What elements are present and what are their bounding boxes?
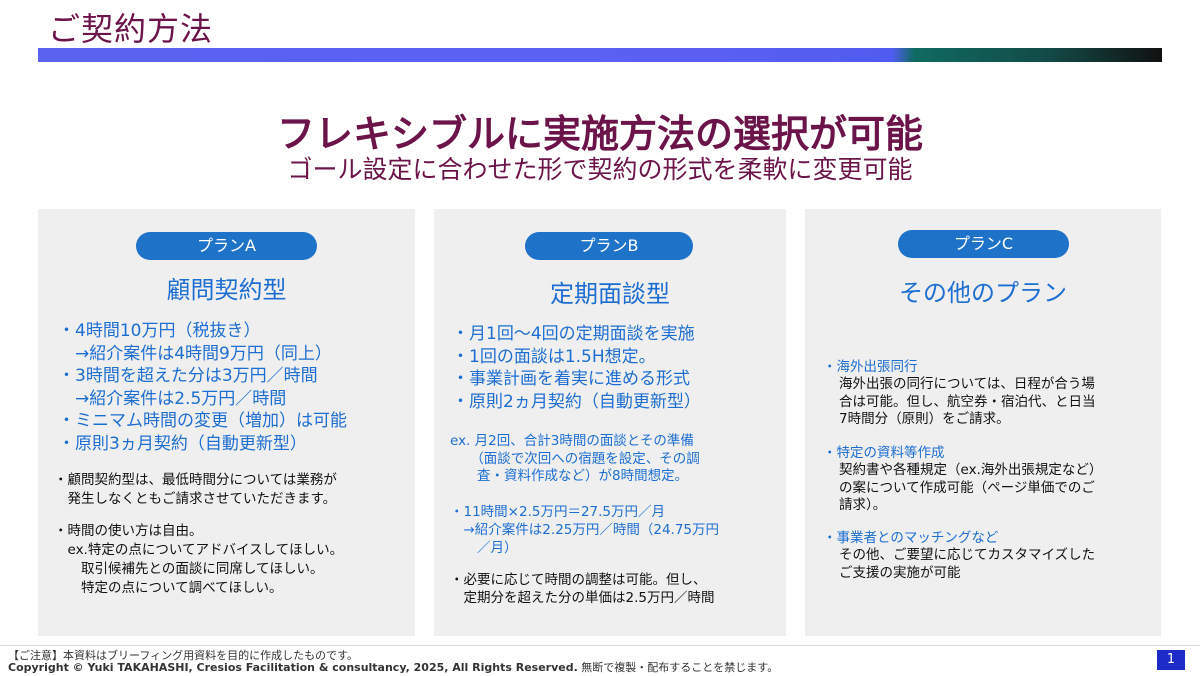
plan-c-title: その他のプラン xyxy=(899,279,1067,307)
section-body: 契約書や各種規定（ex.海外出張規定など） の案について作成可能（ページ単価での… xyxy=(823,462,1102,515)
list-item: ・4時間10万円（税抜き） xyxy=(58,321,261,341)
plan-b-card: プランB 定期面談型 ・月1回～4回の定期面談を実施 ・1回の面談は1.5H想定… xyxy=(434,209,786,636)
note-line: ex.特定の点についてアドバイスしてほしい。 xyxy=(54,542,344,558)
footer xyxy=(0,645,1200,676)
list-item: ・原則2ヵ月契約（自動更新型） xyxy=(452,391,701,412)
plan-a-notes: ・顧問契約型は、最低時間分については業務が 発生しなくともご請求させていただきま… xyxy=(54,471,343,598)
body-line: その他、ご要望に応じてカスタマイズした xyxy=(839,547,1096,563)
plan-b-notes: ・必要に応じて時間の調整は可能。但し、 定期分を超えた分の単価は2.5万円／時間 xyxy=(450,571,714,607)
body-line: 請求）。 xyxy=(839,497,887,513)
note-line: 発生しなくともご請求させていただきます。 xyxy=(54,491,337,507)
list-item: ・月1回～4回の定期面談を実施 xyxy=(452,324,695,344)
section-heading: ・海外出張同行 xyxy=(823,359,918,375)
note-line: 取引候補先との面談に同席してほしい。 xyxy=(54,561,324,577)
body-line: ご支援の実施が可能 xyxy=(839,564,961,581)
note-line: ・必要に応じて時間の調整は可能。但し、 xyxy=(450,572,707,588)
copyright-text: Copyright © Yuki TAKAHASHI, Cresios Faci… xyxy=(8,661,578,674)
list-item: →紹介案件は2.5万円／時間 xyxy=(58,388,287,409)
subheadline: ゴール設定に合わせた形で契約の形式を柔軟に変更可能 xyxy=(287,155,913,184)
plan-b-bullets: ・月1回～4回の定期面談を実施 ・1回の面談は1.5H想定。 ・事業計画を着実に… xyxy=(452,323,701,413)
note-line: ・顧問契約型は、最低時間分については業務が xyxy=(54,472,337,488)
plan-a-card: プランA 顧問契約型 ・4時間10万円（税抜き） →紹介案件は4時間9万円（同上… xyxy=(38,209,415,636)
pricing-line: →紹介案件は2.25万円／時間（24.75万円 xyxy=(450,522,720,538)
example-line: ex. 月2回、合計3時間の面談とその準備 xyxy=(450,433,694,449)
note-line: 定期分を超えた分の単価は2.5万円／時間 xyxy=(450,590,715,606)
pricing-line: ／月） xyxy=(450,540,518,556)
note-line: 特定の点について調べてほしい。 xyxy=(54,580,283,596)
plan-a-bullets: ・4時間10万円（税抜き） →紹介案件は4時間9万円（同上） ・3時間を超えた分… xyxy=(58,320,347,455)
pricing-line: ・11時間×2.5万円＝27.5万円／月 xyxy=(450,504,666,520)
section-body: その他、ご要望に応じてカスタマイズした ご支援の実施が可能 xyxy=(823,547,1095,582)
plan-c-section: ・海外出張同行 海外出張の同行については、日程が合う場 合は可能。但し、航空券・… xyxy=(823,358,1096,429)
list-item: ・ミニマム時間の変更（増加）は可能 xyxy=(58,411,347,431)
body-line: 海外出張の同行については、日程が合う場 xyxy=(839,376,1095,392)
list-item: ・事業計画を着実に進める形式 xyxy=(452,369,690,389)
copyright-notice: 無断で複製・配布することを禁じます。 xyxy=(577,661,779,674)
plan-c-section: ・事業者とのマッチングなど その他、ご要望に応じてカスタマイズした ご支援の実施… xyxy=(823,529,1095,582)
plan-a-title: 顧問契約型 xyxy=(166,276,287,304)
note-line xyxy=(54,509,343,522)
plan-c-card: プランC その他のプラン ・海外出張同行 海外出張の同行については、日程が合う場… xyxy=(805,209,1161,636)
example-line: 査・資料作成など）が8時間想定。 xyxy=(450,468,689,484)
list-item: ・1回の面談は1.5H想定。 xyxy=(452,346,656,367)
plan-b-pricing: ・11時間×2.5万円＝27.5万円／月 →紹介案件は2.25万円／時間（24.… xyxy=(450,503,719,557)
headline: フレキシブルに実施方法の選択が可能 xyxy=(276,112,923,156)
list-item: →紹介案件は4時間9万円（同上） xyxy=(58,343,332,364)
body-line: 契約書や各種規定（ex.海外出張規定など） xyxy=(839,462,1103,478)
page-title: ご契約方法 xyxy=(48,10,214,48)
body-line: 合は可能。但し、航空券・宿泊代、と日当 xyxy=(839,393,1096,410)
section-heading: ・事業者とのマッチングなど xyxy=(823,530,999,546)
section-body: 海外出張の同行については、日程が合う場 合は可能。但し、航空券・宿泊代、と日当 … xyxy=(823,376,1096,429)
body-line: 7時間分（原則）をご請求。 xyxy=(839,411,1010,427)
list-item: ・原則3ヵ月契約（自動更新型） xyxy=(58,433,307,454)
body-line: の案について作成可能（ページ単価でのご xyxy=(839,479,1095,496)
plan-c-badge: プランC xyxy=(898,230,1069,258)
example-line: （面談で次回への宿題を設定、その調 xyxy=(450,450,700,467)
plan-a-badge: プランA xyxy=(136,232,317,260)
section-heading: ・特定の資料等作成 xyxy=(823,445,945,461)
footer-copyright: Copyright © Yuki TAKAHASHI, Cresios Faci… xyxy=(8,659,778,675)
list-item: ・3時間を超えた分は3万円／時間 xyxy=(58,366,318,386)
plan-b-badge: プランB xyxy=(525,232,693,260)
plan-b-example: ex. 月2回、合計3時間の面談とその準備 （面談で次回への宿題を設定、その調 … xyxy=(450,433,700,486)
title-accent-bar xyxy=(38,48,1162,62)
plan-c-section: ・特定の資料等作成 契約書や各種規定（ex.海外出張規定など） の案について作成… xyxy=(823,444,1102,515)
footer-disclaimer: 【ご注意】本資料はブリーフィング用資料を目的に作成したものです。 xyxy=(8,649,359,662)
plan-b-title: 定期面談型 xyxy=(550,280,670,308)
page-number: 1 xyxy=(1157,650,1185,670)
note-line: ・時間の使い方は自由。 xyxy=(54,523,203,539)
